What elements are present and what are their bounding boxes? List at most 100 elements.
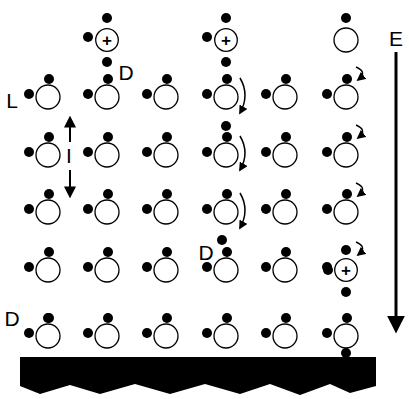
- hydrogen-atom: [103, 247, 113, 257]
- oxygen-atom: [154, 85, 178, 109]
- oxygen-atom: [154, 258, 178, 282]
- oxygen-atom: [36, 200, 60, 224]
- hydrogen-atom: [162, 247, 172, 257]
- defect-arrow: [69, 118, 71, 142]
- oxygen-atom: [214, 258, 238, 282]
- oxygen-atom: [36, 143, 60, 167]
- ion-circle: +: [334, 258, 358, 282]
- oxygen-atom: [36, 324, 60, 348]
- ion-circle: +: [214, 28, 238, 52]
- defect-label: L: [6, 90, 18, 111]
- electrode-surface: [20, 357, 376, 395]
- hydrogen-atom: [261, 204, 271, 214]
- hydrogen-atom: [142, 147, 152, 157]
- defect-label: I: [66, 145, 72, 166]
- hydrogen-atom: [281, 132, 291, 142]
- hydrogen-atom: [322, 89, 332, 99]
- oxygen-atom: [334, 28, 358, 52]
- hydrogen-atom: [44, 189, 54, 199]
- hydrogen-atom: [222, 132, 232, 142]
- oxygen-atom: [214, 200, 238, 224]
- hydrogen-atom: [83, 204, 93, 214]
- oxygen-atom: [36, 258, 60, 282]
- oxygen-atom: [334, 324, 358, 348]
- oxygen-atom: [95, 200, 119, 224]
- hydrogen-atom: [322, 147, 332, 157]
- hydrogen-atom: [342, 189, 352, 199]
- oxygen-atom: [214, 143, 238, 167]
- defect-label: D: [4, 308, 19, 329]
- hydrogen-atom: [342, 132, 352, 142]
- hydrogen-atom: [142, 89, 152, 99]
- hydrogen-atom: [281, 189, 291, 199]
- hydrogen-atom: [202, 328, 212, 338]
- hydrogen-atom: [44, 74, 54, 84]
- oxygen-atom: [273, 200, 297, 224]
- oxygen-atom: [334, 143, 358, 167]
- hydrogen-atom: [83, 328, 93, 338]
- hydrogen-atom: [83, 262, 93, 272]
- hydrogen-atom: [103, 313, 113, 323]
- hydrogen-atom: [202, 89, 212, 99]
- proton-hop-arrows: [240, 67, 363, 255]
- charge-sign: +: [102, 32, 112, 49]
- hydrogen-atom: [202, 204, 212, 214]
- oxygen-atom: [334, 200, 358, 224]
- hydrogen-atom: [102, 13, 112, 23]
- hydrogen-atom: [162, 189, 172, 199]
- hydrogen-atom: [83, 32, 93, 42]
- hydrogen-atom: [43, 313, 53, 323]
- hydrogen-atom: [24, 262, 34, 272]
- hydrogen-atom: [322, 328, 332, 338]
- oxygen-atom: [334, 85, 358, 109]
- hydrogen-atom: [24, 204, 34, 214]
- charge-sign: +: [341, 262, 351, 279]
- hydrogen-atom: [341, 13, 351, 23]
- hydrogen-atom: [162, 313, 172, 323]
- oxygen-atom: [214, 85, 238, 109]
- oxygen-atom: [95, 85, 119, 109]
- hydrogen-atom: [221, 57, 231, 67]
- hydrogen-atom: [341, 287, 351, 297]
- hydrogen-atom: [222, 247, 232, 257]
- oxygen-atom: [154, 324, 178, 348]
- defect-label: D: [118, 62, 133, 83]
- oxygen-atom: [273, 85, 297, 109]
- hydrogen-atom: [281, 247, 291, 257]
- field-label: E: [389, 28, 403, 49]
- hydrogen-atom: [221, 121, 231, 131]
- hydrogen-atom: [202, 262, 212, 272]
- hydrogen-atom: [322, 262, 332, 272]
- hydrogen-atom: [342, 74, 352, 84]
- hydrogen-atom: [221, 13, 231, 23]
- hydrogen-atom: [162, 74, 172, 84]
- oxygen-atom: [273, 143, 297, 167]
- oxygen-atom: [36, 85, 60, 109]
- hydrogen-atom: [24, 89, 34, 99]
- hydrogen-atom: [202, 32, 212, 42]
- oxygen-atom: [95, 143, 119, 167]
- oxygen-atom: [95, 258, 119, 282]
- hydrogen-atom: [44, 313, 54, 323]
- hydrogen-atom: [261, 262, 271, 272]
- hydrogen-atom: [217, 235, 227, 245]
- oxygen-atom: [154, 200, 178, 224]
- hydrogen-atom: [342, 313, 352, 323]
- hydrogen-atom: [222, 189, 232, 199]
- hydrogen-atom: [24, 147, 34, 157]
- hydrogen-atom: [281, 313, 291, 323]
- oxygen-atom: [154, 143, 178, 167]
- hydrogen-atom: [261, 89, 271, 99]
- hydrogen-atom: [103, 74, 113, 84]
- oxygen-atom: [273, 258, 297, 282]
- hydrogen-atom: [44, 247, 54, 257]
- hydrogen-atom: [261, 147, 271, 157]
- hydrogen-atom: [322, 204, 332, 214]
- hydrogen-atom: [102, 57, 112, 67]
- hydrogen-atom: [202, 147, 212, 157]
- hydrogen-atom: [24, 328, 34, 338]
- oxygen-atom: [273, 324, 297, 348]
